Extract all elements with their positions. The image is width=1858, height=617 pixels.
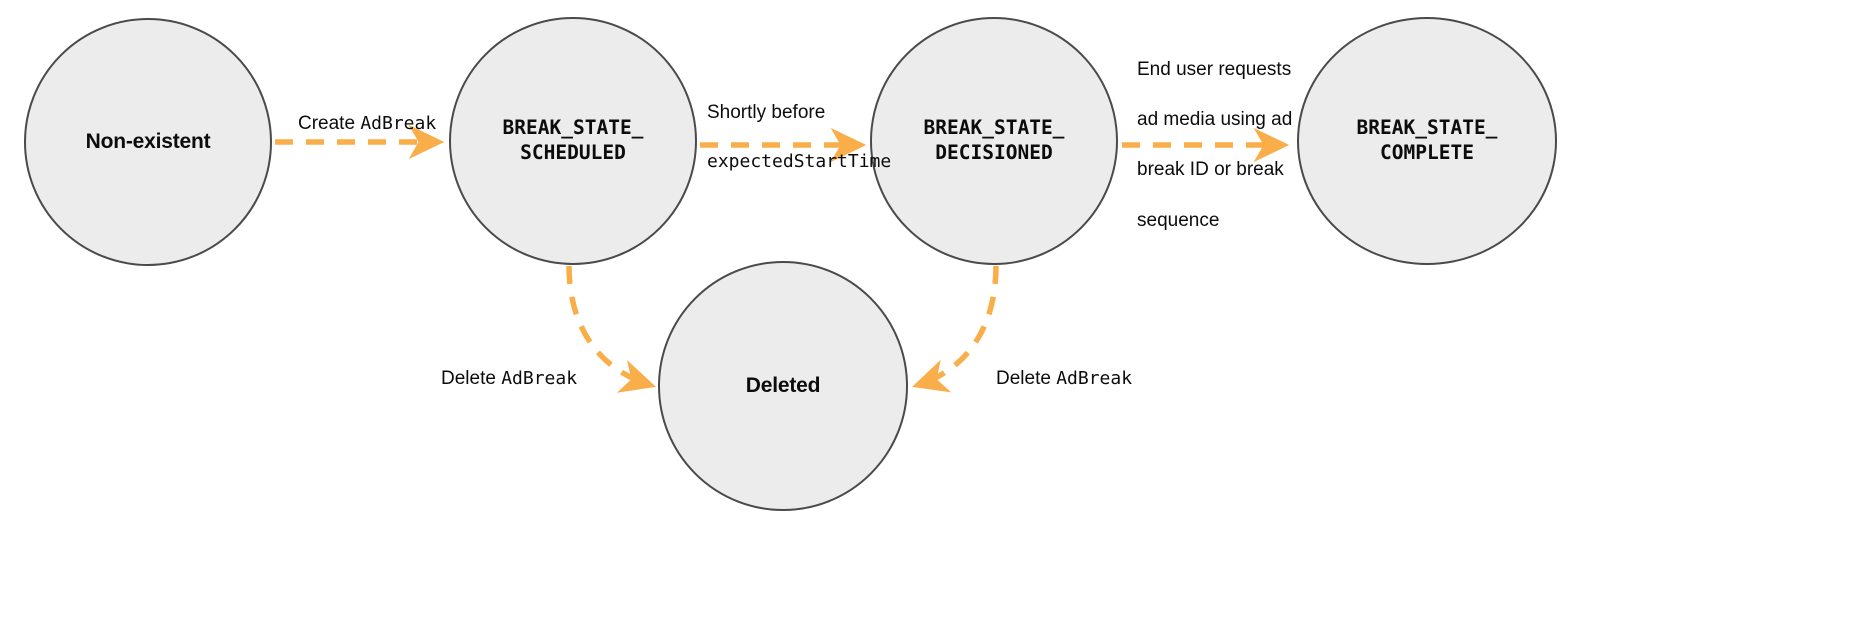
edge-label-line-1: Shortly before: [707, 102, 826, 124]
edge-label-delete-adbreak-from-scheduled: Delete AdBreak: [441, 341, 577, 391]
edge-label-shortly-before-expected-start-time: Shortly before expectedStartTime: [707, 75, 891, 199]
state-node-non-existent[interactable]: Non-existent: [24, 18, 272, 266]
state-node-break-state-complete[interactable]: BREAK_STATE_ COMPLETE: [1297, 17, 1557, 265]
edge-label-prefix: Delete: [996, 368, 1057, 390]
state-node-label: Deleted: [745, 373, 821, 397]
edge-label-code: AdBreak: [1056, 368, 1133, 390]
edge-label-line-2: ad media using ad: [1137, 109, 1293, 131]
state-node-label: Non-existent: [85, 129, 211, 153]
state-node-deleted[interactable]: Deleted: [658, 261, 908, 511]
edge-delete-adbreak-from-scheduled: [566, 265, 656, 393]
edge-label-end-user-requests-ad-media: End user requests ad media using ad brea…: [1137, 32, 1292, 258]
edge-label-line-3: break ID or break: [1137, 159, 1284, 181]
state-node-break-state-decisioned[interactable]: BREAK_STATE_ DECISIONED: [870, 17, 1118, 265]
edge-label-delete-adbreak-from-decisioned: Delete AdBreak: [996, 341, 1132, 391]
edge-label-line-4: sequence: [1137, 209, 1220, 231]
edge-label-line-2: expectedStartTime: [707, 151, 892, 173]
state-node-label: BREAK_STATE_ DECISIONED: [923, 116, 1065, 164]
edge-label-code: AdBreak: [360, 113, 437, 135]
state-node-label: BREAK_STATE_ SCHEDULED: [502, 116, 644, 164]
edge-label-prefix: Delete: [441, 368, 502, 390]
state-node-break-state-scheduled[interactable]: BREAK_STATE_ SCHEDULED: [449, 17, 697, 265]
edge-delete-adbreak-from-decisioned: [912, 265, 999, 393]
edge-label-prefix: Create: [298, 113, 361, 135]
edge-label-code: AdBreak: [501, 368, 578, 390]
state-node-label: BREAK_STATE_ COMPLETE: [1356, 116, 1498, 164]
edge-label-line-1: End user requests: [1137, 59, 1292, 81]
edge-label-create-adbreak: Create AdBreak: [298, 86, 436, 136]
